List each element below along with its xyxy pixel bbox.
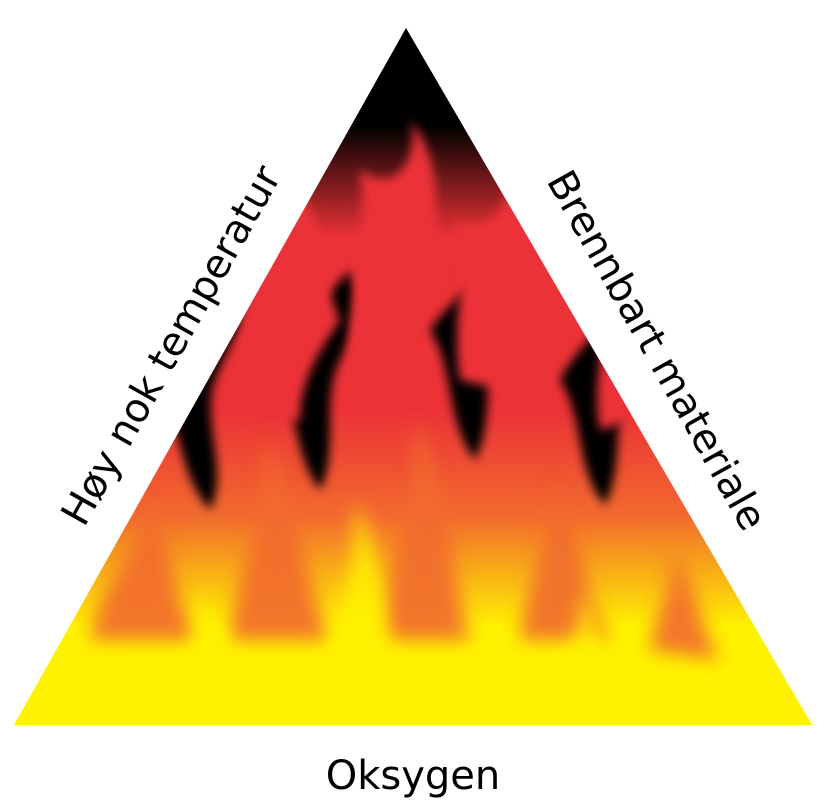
- flame-base: [0, 690, 825, 730]
- fire-triangle-icon: [0, 28, 825, 730]
- bottom-side-label: Oksygen: [326, 753, 501, 799]
